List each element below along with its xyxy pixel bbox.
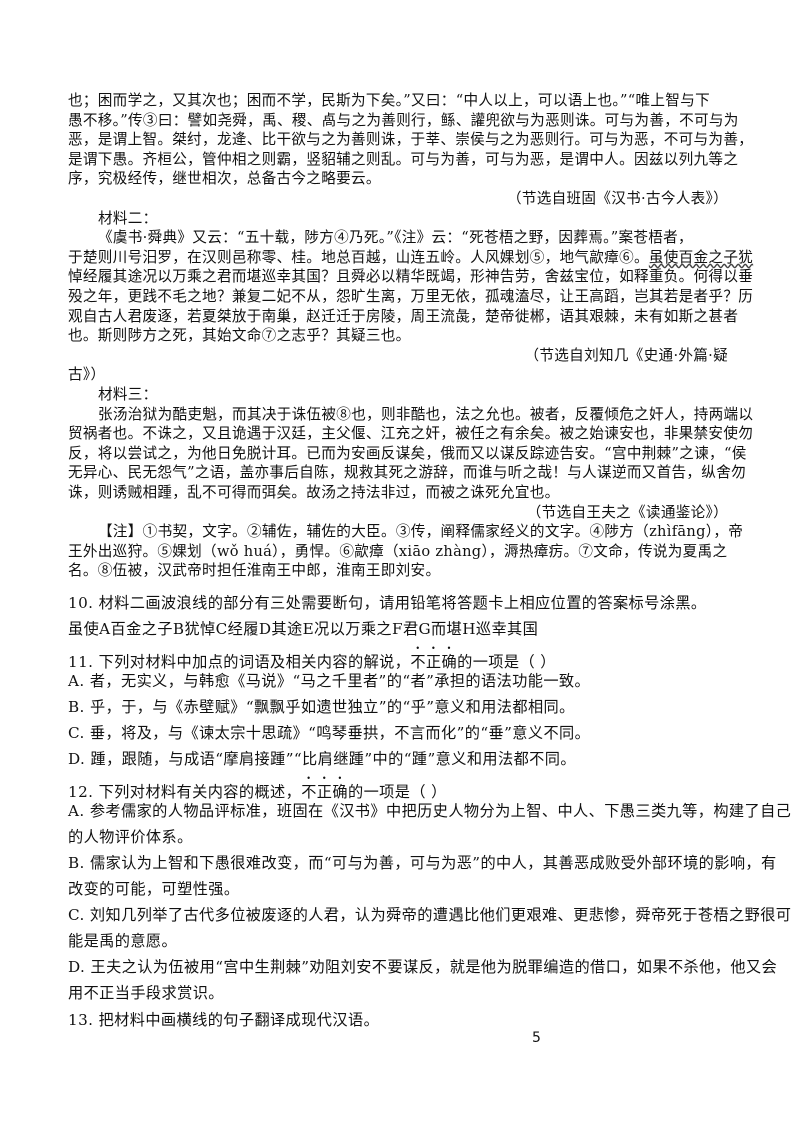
question-11-stem-end: 的一项是（ ） (457, 653, 556, 671)
question-12-option-b-cont: 改变的可能，可塑性强。 (68, 880, 240, 898)
question-11-option-c: C. 垂，将及，与《谏太宗十思疏》“鸣琴垂拱，不言而化”的“垂”意义不同。 (68, 724, 591, 742)
material2-line: 殁之年，更践不毛之地？兼复二妃不从，怨旷生离，万里无依，孤魂溘尽，让王高蹈，岂其… (68, 288, 754, 305)
notes-line: 王外出巡狩。⑤婐划（wǒ huá），勇悍。⑥歊瘴（xiāo zhàng），溽热瘴… (68, 543, 728, 560)
question-12-option-d: D. 王夫之认为伍被用“宫中生荆棘”劝阻刘安不要谋反，就是他为脱罪编造的借口，如… (68, 958, 778, 976)
emphasis-text: 不正确 (301, 783, 348, 801)
question-13: 13. 把材料中画横线的句子翻译成现代汉语。 (68, 1011, 380, 1029)
question-12-stem: 12. 下列对材料有关内容的概述， (68, 783, 302, 801)
emphasis-text: 不正确 (410, 653, 458, 671)
wavy-underlined-text: 虽使百金之子犹 (648, 249, 754, 266)
question-10: 10. 材料二画波浪线的部分有三处需要断句，请用铅笔将答题卡上相应位置的答案标号… (68, 594, 707, 612)
question-11-stem: 11. 下列对材料中加点的词语及相关内容的解说， (68, 653, 411, 671)
question-11-option-a: A. 者，无实义，与韩愈《马说》“马之千里者”的“者”承担的语法功能一致。 (68, 672, 591, 690)
material1-line: 也；困而学之，又其次也；困而不学，民斯为下矣。”又曰：“中人以上，可以语上也。”… (68, 92, 710, 109)
material3-title: 材料三： (98, 386, 158, 403)
question-12-option-a: A. 参考儒家的人物品评标准，班固在《汉书》中把历史人物分为上智、中人、下愚三类… (68, 802, 792, 820)
material2-line: 于楚则川号汨罗，在汉则邑称零、桂。地总百越，山连五岭。人风婐划⑤，地气歊瘴⑥。虽… (68, 247, 753, 269)
question-11-option-b: B. 乎，于，与《赤壁赋》“飘飘乎如遗世独立”的“乎”意义和用法都相同。 (68, 698, 575, 716)
question-12-option-c-cont: 能是禹的意愿。 (68, 932, 178, 950)
material2-title: 材料二： (98, 210, 158, 227)
page-number: 5 (532, 1030, 541, 1046)
question-12-stem-end: 的一项是（ ） (347, 783, 447, 801)
material3-line: 贸祸者也。不诛之，又且诡遇于汉廷，主父偃、江充之奸，被任之有余矣。被之始谏安也，… (68, 425, 754, 442)
material1-line: 愚不移。”传③曰：譬如尧舜，禹、稷、卨与之为善则行，鲧、讙兜欲与为恶则诛。可与为… (68, 112, 739, 129)
question-11-option-d: D. 踵，跟随，与成语“摩肩接踵”“比肩继踵”中的“踵”意义和用法都不同。 (68, 750, 576, 768)
material2-line: 《虞书·舜典》又云：“五十载，陟方④乃死。”《注》云：“死苍梧之野，因葬焉。”案… (98, 229, 693, 246)
material3-line: 无异心、民无怨气”之语，盖亦事后自陈，规救其死之游辞，而谁与听之哉！与人谋逆而又… (68, 464, 746, 481)
material2-line-text: 于楚则川号汨罗，在汉则邑称零、桂。地总百越，山连五岭。人风婐划⑤，地气歊瘴⑥。 (68, 249, 649, 266)
material3-line: 诛，则诱贼相踵，乱不可得而弭矣。故汤之持法非过，而被之诛死允宜也。 (68, 484, 560, 501)
question-12-option-c: C. 刘知几列举了古代多位被废逐的人君，认为舜帝的遭遇比他们更艰难、更悲惨，舜帝… (68, 906, 792, 924)
notes-line: 名。⑧伍被，汉武帝时担任淮南王中郎，淮南王即刘安。 (68, 562, 441, 579)
material2-source: （节选自刘知几《史通·外篇·疑 (524, 347, 728, 364)
material2-line: 观自古人君废逐，若夏桀放于南巢，赵迁迁于房陵，周王流彘，楚帝徙郴，语其艰棘，未有… (68, 308, 739, 325)
material2-source-cont: 古》） (68, 366, 106, 383)
material3-line: 张汤治狱为酷吏魁，而其决于诛伍被⑧也，则非酷也，法之允也。被者，反覆倾危之奸人，… (98, 406, 754, 423)
material1-line: 恶，是谓上智。桀纣，龙逄、比干欲与之为善则诛，于莘、崇侯与之为恶则行。可与为恶，… (68, 131, 754, 148)
question-11: 11. 下列对材料中加点的词语及相关内容的解说，不正确的一项是（ ） (68, 644, 734, 673)
material1-line: 是谓下愚。齐桓公，管仲相之则霸，竖貂辅之则乱。可与为善，可与为恶，是谓中人。因兹… (68, 151, 739, 168)
material1-line: 序，究极经传，继世相次，总备古今之略要云。 (68, 170, 381, 187)
question-10-options: 虽使A百金之子B犹悼C经履D其途E况以万乘之F君G而堪H巡幸其国 (68, 620, 539, 638)
material3-line: 反，将以尝试之，为他日免脱计耳。已而为安画反谋矣，俄而又以谋反踪迹告安。“宫中荆… (68, 445, 747, 462)
question-12-option-a-cont: 的人物评价体系。 (68, 828, 193, 846)
notes-line: 【注】①书契，文字。②辅佐，辅佐的大臣。③传，阐释儒家经义的文字。④陟方（zhì… (98, 523, 744, 540)
question-12-option-d-cont: 用不正当手段求赏识。 (68, 984, 224, 1002)
material3-source: （节选自王夫之《读通鉴论》） (526, 504, 728, 521)
material2-line: 悼经履其途况以万乘之君而堪巡幸其国？且舜必以精华既竭，形神告劳，舍兹宝位，如释重… (68, 268, 754, 285)
material1-source: （节选自班固《汉书·古今人表》） (506, 190, 728, 207)
question-12-option-b: B. 儒家认为上智和下愚很难改变，而“可与为善，可与为恶”的中人，其善恶成败受外… (68, 854, 777, 872)
question-12: 12. 下列对材料有关内容的概述，不正确的一项是（ ） (68, 774, 734, 803)
material2-line: 也。斯则陟方之死，其始文命⑦之志乎？其疑三也。 (68, 327, 411, 344)
